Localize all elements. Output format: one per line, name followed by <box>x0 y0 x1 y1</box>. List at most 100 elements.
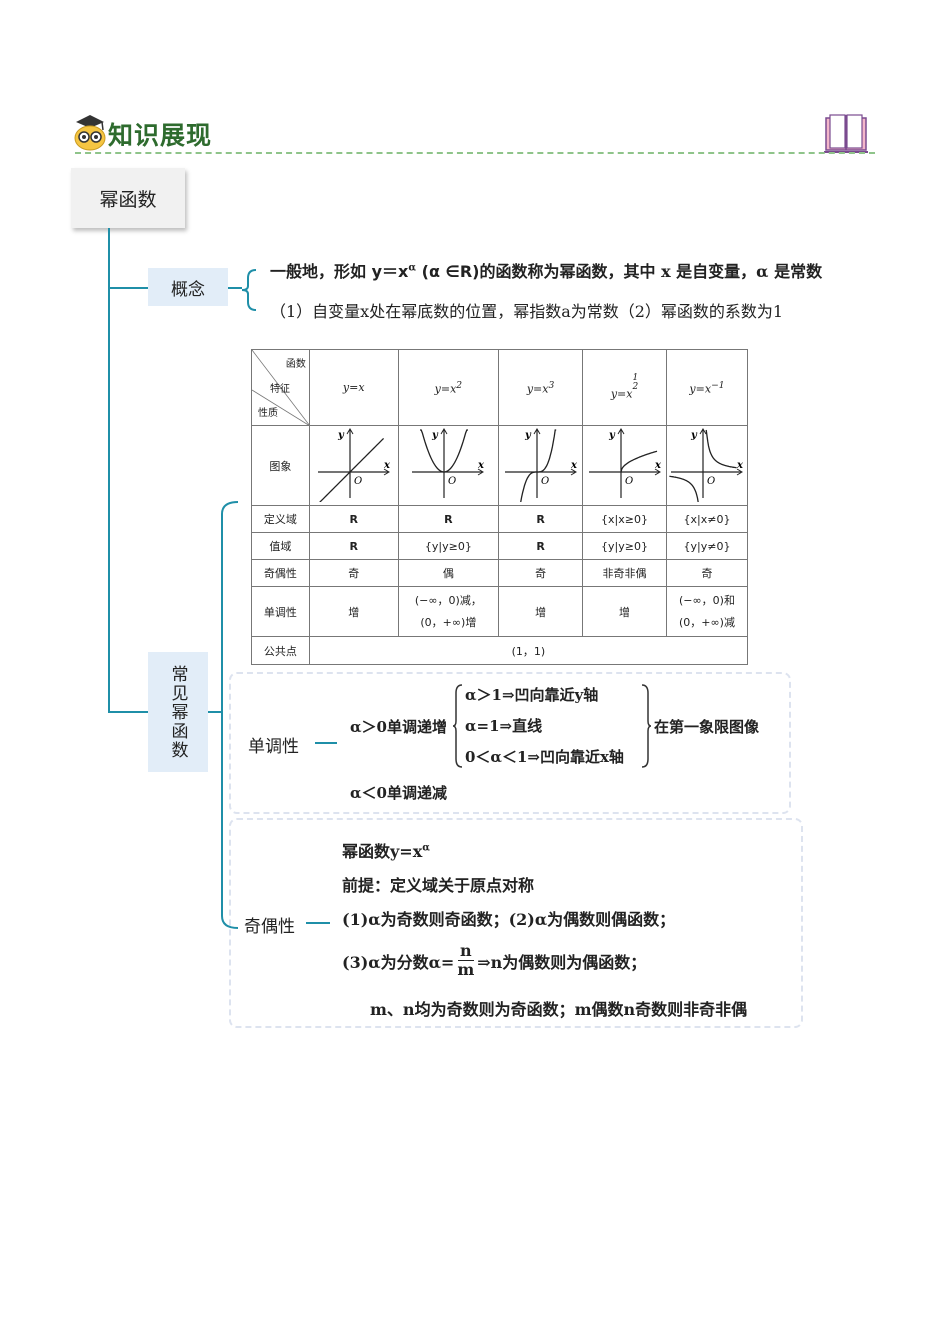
function-curve <box>315 437 384 507</box>
corner-label-property: 性质 <box>258 408 278 419</box>
parity-line-5: m、n均为奇数则为奇函数；m偶数n奇数则非奇非偶 <box>370 1000 748 1019</box>
parity-label: 奇偶性 <box>244 917 295 937</box>
y-axis-label: y <box>431 430 439 441</box>
x-axis-label: x <box>570 460 578 471</box>
parity-dash <box>306 922 330 924</box>
branch-concept <box>108 287 148 289</box>
func-header-3: y=x3 <box>498 349 584 426</box>
parity-line-4: (3)α为分数α= n m ⇒n为偶数则为偶函数； <box>342 941 647 979</box>
x-arrow <box>383 468 390 476</box>
monotonic-case-3: 0＜α＜1⇒凹向靠近x轴 <box>465 748 624 766</box>
y-arrow <box>533 428 541 435</box>
x-axis-label: x <box>383 460 391 471</box>
x-axis-label: x <box>477 460 485 471</box>
y-arrow <box>617 428 624 435</box>
table-cell-line: (−∞，0)减， <box>414 593 482 607</box>
y-axis-label: y <box>337 430 345 441</box>
row-label-parity: 奇偶性 <box>251 559 310 587</box>
monotonic-dash <box>315 742 337 744</box>
func-header-2: y=x2 <box>397 349 500 426</box>
concept-node: 概念 <box>148 268 228 306</box>
row-label-range: 值域 <box>251 532 310 560</box>
x-arrow <box>478 468 485 476</box>
table-cell: 增 <box>498 586 584 637</box>
x-arrow <box>736 468 743 476</box>
corner-label-feature: 特征 <box>270 384 290 395</box>
y-arrow <box>440 428 448 435</box>
branch-common <box>108 711 148 713</box>
row-label-monotonic: 单调性 <box>251 586 310 637</box>
table-cell: 非奇非偶 <box>582 559 667 587</box>
origin-label: O <box>541 476 549 487</box>
monotonic-label: 单调性 <box>248 737 299 757</box>
table-cell: {y|y≥0} <box>397 532 500 560</box>
table-cell: {x|x≠0} <box>666 505 748 533</box>
table-cell: 增 <box>582 586 667 637</box>
origin-label: O <box>707 476 715 487</box>
table-cell: R <box>397 505 500 533</box>
x-axis-label: x <box>736 460 744 471</box>
table-cell: 增 <box>308 586 399 637</box>
concept-definition: 一般地，形如 y＝xα (α ∈R)的函数称为幂函数，其中 x 是自变量，α 是… <box>270 262 823 281</box>
page-title: 知识展现 <box>108 121 213 150</box>
function-curve <box>619 450 657 473</box>
header-divider <box>75 152 875 154</box>
concept-brace <box>240 268 258 316</box>
y-arrow <box>346 428 354 435</box>
owl-icon <box>72 112 108 156</box>
row-label-graph: 图象 <box>251 425 310 506</box>
table-cell: {x|x≥0} <box>582 505 667 533</box>
monotonic-tail: 在第一象限图像 <box>654 718 760 736</box>
function-curve <box>705 429 737 469</box>
table-cell: R <box>308 532 399 560</box>
func-header-1: y=x <box>308 349 399 426</box>
monotonic-right-brace <box>640 683 652 773</box>
row-label-common-point: 公共点 <box>251 636 310 665</box>
x-arrow <box>570 468 577 476</box>
monotonic-panel <box>229 672 791 814</box>
parity-line-3: (1)α为奇数则奇函数；(2)α为偶数则偶函数； <box>342 910 676 929</box>
table-cell: 奇 <box>308 559 399 587</box>
table-cell: {y|y≠0} <box>666 532 748 560</box>
function-curve <box>420 429 469 473</box>
table-cell: R <box>308 505 399 533</box>
row-label-domain: 定义域 <box>251 505 310 533</box>
y-axis-label: y <box>608 430 616 441</box>
concept-link <box>228 287 242 289</box>
fraction: n m <box>457 941 475 979</box>
tree-trunk <box>108 228 110 712</box>
table-cell: {y|y≥0} <box>582 532 667 560</box>
monotonic-lead: α＞0单调递增 <box>350 718 447 736</box>
table-cell-line: (−∞，0)和 <box>679 593 735 607</box>
table-cell: (−∞，0)和(0，+∞)减 <box>666 586 748 637</box>
table-cell: R <box>498 505 584 533</box>
table-cell: R <box>498 532 584 560</box>
y-axis-label: y <box>690 430 698 441</box>
origin-label: O <box>354 476 362 487</box>
common-link <box>208 711 222 713</box>
corner-label-function: 函数 <box>285 359 306 370</box>
table-cell: (−∞，0)减，(0，+∞)增 <box>397 586 500 637</box>
common-point-value: (1，1) <box>308 636 749 665</box>
table-cell: 奇 <box>498 559 584 587</box>
table-cell: 偶 <box>397 559 500 587</box>
monotonic-case-2: α=1⇒直线 <box>465 717 543 735</box>
parity-line-2: 前提：定义域关于原点对称 <box>342 876 535 895</box>
parity-panel <box>229 818 803 1028</box>
table-corner: 函数 特征 性质 <box>251 349 310 426</box>
function-curve <box>669 475 701 515</box>
root-node: 幂函数 <box>71 168 185 228</box>
concept-notes: （1）自变量x处在幂底数的位置，幂指数a为常数（2）幂函数的系数为1 <box>270 302 784 321</box>
function-curve <box>517 429 556 515</box>
y-arrow <box>699 428 707 435</box>
parity-line-1: 幂函数y=xα <box>342 842 430 861</box>
y-axis-label: y <box>524 430 532 441</box>
x-arrow <box>654 468 661 476</box>
